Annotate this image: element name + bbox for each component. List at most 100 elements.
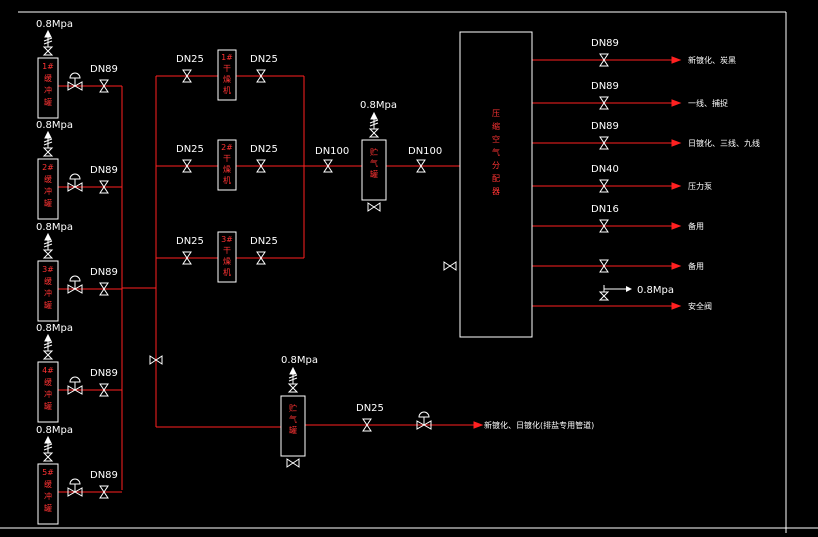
outlet-gate-valve-icon (99, 485, 109, 499)
pipe-size-label: DN16 (591, 204, 619, 215)
safety-valve-icon (42, 29, 54, 56)
pressure-label: 0.8Mpa (360, 100, 397, 111)
outlet-destination-label: 一线、捕捉 (688, 98, 728, 108)
dryer (217, 139, 237, 191)
dryer-label: 机 (223, 175, 231, 185)
safety-valve-icon (287, 366, 299, 393)
outlet-gate-valve-icon (99, 180, 109, 194)
buffer-tank (37, 57, 59, 119)
pipe-size-label: DN25 (176, 236, 204, 247)
buffer-tank-label: 罐 (44, 300, 52, 310)
dryer-outlet-valve-icon (256, 69, 266, 83)
pipe-size-label: DN89 (90, 267, 118, 278)
pipe-size-label: DN25 (176, 54, 204, 65)
buffer-tank-label: 冲 (44, 288, 52, 298)
buffer-tank-label: 5# (42, 468, 54, 477)
dryer-label: 机 (223, 267, 231, 277)
outlet-destination-label: 备用 (688, 261, 704, 271)
outlet-destination-label: 备用 (688, 221, 704, 231)
buffer-tank-label: 罐 (44, 401, 52, 411)
safety-valve-icon (42, 130, 54, 157)
storage-tank-label: 贮 (289, 403, 297, 413)
distributor-label: 器 (492, 187, 500, 196)
dryer-label: 机 (223, 85, 231, 95)
outlet-gate-valve-icon (99, 79, 109, 93)
pressure-label: 0.8Mpa (637, 285, 674, 296)
pressure-label: 0.8Mpa (36, 222, 73, 233)
safety-valve-icon (42, 232, 54, 259)
outlet-destination-label: 压力泵 (688, 181, 712, 191)
dryer-label: 燥 (223, 75, 231, 84)
buffer-tank-label: 罐 (44, 97, 52, 107)
buffer-tank-label: 缓 (44, 174, 52, 184)
outlet-control-valve-icon (67, 72, 83, 91)
pipe-size-label: DN89 (591, 38, 619, 49)
distributor-label: 分 (492, 161, 500, 170)
drain-valve-icon (367, 202, 381, 212)
safety-valve-icon (42, 333, 54, 360)
flow-arrow-icon (671, 302, 682, 310)
pressure-label: 0.8Mpa (36, 19, 73, 30)
storage-tank (361, 139, 387, 201)
pipe-size-label: DN40 (591, 164, 619, 175)
pipe-size-label: DN89 (90, 368, 118, 379)
distributor-label: 气 (492, 147, 500, 157)
outlet-control-valve-icon (67, 173, 83, 192)
pipe-size-label: DN100 (408, 146, 442, 157)
flow-arrow-icon (671, 139, 682, 147)
storage-outlet-valve-icon (416, 159, 426, 173)
buffer-tank-label: 缓 (44, 479, 52, 489)
outlet-destination-label: 日镀化、三线、九线 (688, 138, 760, 148)
storage-inlet-valve-icon (323, 159, 333, 173)
outlet-gate-valve-icon (599, 136, 609, 150)
flow-arrow-icon (671, 99, 682, 107)
outlet-control-valve-icon (67, 478, 83, 497)
dryer-label: 干 (223, 246, 231, 255)
pressure-label: 0.8Mpa (36, 323, 73, 334)
outlet-gate-valve-icon (599, 53, 609, 67)
storage-tank-label: 罐 (289, 425, 297, 435)
buffer-tank-label: 3# (42, 265, 54, 274)
buffer-tank-label: 缓 (44, 276, 52, 286)
dryer-inlet-valve-icon (182, 159, 192, 173)
buffer-tank (37, 361, 59, 423)
lower-outlet-valve-icon (362, 418, 372, 432)
distributor-label: 压 (492, 109, 500, 118)
safety-valve-icon (42, 435, 54, 462)
buffer-tank-label: 2# (42, 163, 54, 172)
distributor-label: 空 (492, 134, 500, 144)
storage-tank-label: 气 (370, 158, 378, 168)
dryer (217, 231, 237, 283)
pipe-size-label: DN25 (250, 144, 278, 155)
buffer-tank-label: 罐 (44, 198, 52, 208)
pipe-size-label: DN25 (250, 236, 278, 247)
dryer-inlet-valve-icon (182, 69, 192, 83)
storage-tank-label: 气 (289, 414, 297, 424)
safety-valve-icon (368, 111, 380, 138)
outlet-gate-valve-icon (599, 259, 609, 273)
dryer-label: 干 (223, 64, 231, 73)
dryer-label: 2# (221, 143, 233, 152)
storage-tank-label: 贮 (370, 147, 378, 157)
flow-arrow-icon (671, 262, 682, 270)
pipe-size-label: DN89 (90, 470, 118, 481)
pipe-size-label: DN89 (90, 165, 118, 176)
lower-control-valve-icon (416, 411, 432, 430)
pressure-label: 0.8Mpa (281, 355, 318, 366)
dryer-label: 1# (221, 53, 233, 62)
dryer-inlet-valve-icon (182, 251, 192, 265)
buffer-tank-label: 1# (42, 62, 54, 71)
drain-valve-icon (286, 458, 300, 468)
buffer-tank-label: 冲 (44, 85, 52, 95)
storage-tank (280, 395, 306, 457)
pressure-label: 0.8Mpa (36, 425, 73, 436)
distributor-label: 配 (492, 174, 500, 183)
outlet-gate-valve-icon (599, 96, 609, 110)
pipe-size-label: DN25 (176, 144, 204, 155)
distributor-drain-valve-icon (443, 261, 457, 271)
buffer-tank (37, 463, 59, 525)
dryer-label: 燥 (223, 257, 231, 266)
outlet-control-valve-icon (67, 275, 83, 294)
distributor-label: 缩 (492, 121, 500, 131)
bypass-valve-icon (149, 355, 163, 365)
